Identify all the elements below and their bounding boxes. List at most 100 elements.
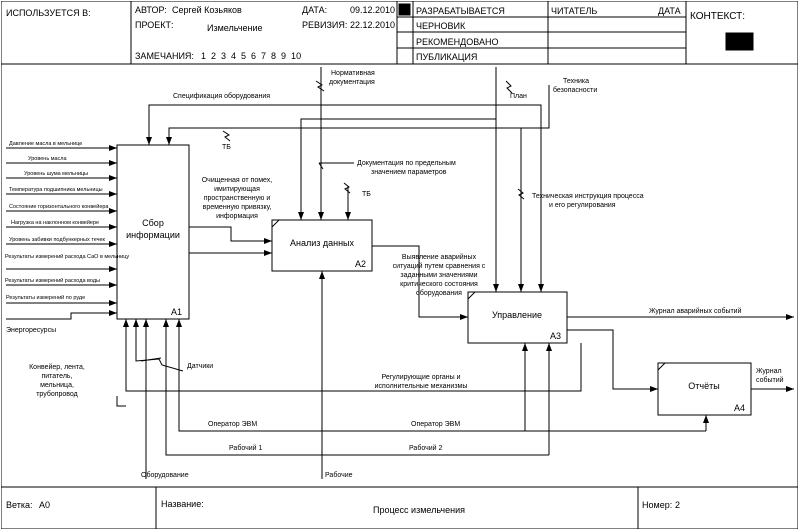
- box-a3-code: А3: [550, 331, 561, 341]
- squiggle-tb1: [222, 130, 231, 142]
- input-label-4: Температура подшипника мельницы: [9, 187, 103, 193]
- input-label-10: Результаты измерений по руде: [6, 294, 85, 301]
- tb-label-1: ТБ: [222, 144, 231, 151]
- squiggle-normative: [315, 80, 325, 92]
- regulators-label-1: Регулирующие органы и: [381, 374, 460, 381]
- reader-date-label: ДАТА: [658, 6, 681, 16]
- diagram-title: Процесс измельчения: [373, 505, 465, 515]
- a3-to-a4-arrow: [567, 329, 658, 392]
- box-a3-title: Управление: [492, 310, 542, 320]
- equipment-label: Оборудование: [141, 471, 189, 479]
- alarm-log-label: Журнал аварийных событий: [649, 307, 742, 315]
- revision-label: РЕВИЗИЯ:: [302, 20, 347, 30]
- reader-label: ЧИТАТЕЛЬ: [551, 6, 597, 16]
- node-label: Ветка:: [6, 500, 32, 510]
- detect-label-4: критического состояния: [400, 281, 478, 288]
- tech-instr-label-1: Техническая инструкция процесса: [532, 193, 644, 200]
- author-value: Сергей Козьяков: [172, 5, 242, 15]
- detect-label-3: заданными значениями: [400, 272, 477, 279]
- conveyor-label-4: трубопровод: [36, 390, 78, 398]
- normative-doc-label-2: документация: [329, 79, 375, 86]
- plan-to-a2: [298, 118, 496, 220]
- box-a1-title2: информации: [126, 230, 180, 240]
- used-at-label: ИСПОЛЬЗУЕТСЯ В:: [6, 8, 91, 18]
- worker2-label: Рабочий 2: [409, 444, 442, 452]
- date-label: ДАТА:: [302, 5, 327, 15]
- box-a2-title: Анализ данных: [290, 238, 355, 248]
- cleaned-label-3: пространственную и: [204, 195, 271, 202]
- worker1-label: Рабочий 1: [229, 444, 262, 452]
- operator-label-2: Оператор ЭВМ: [411, 421, 460, 428]
- detect-label-1: Выявление аварийных: [402, 253, 477, 261]
- input-label-6: Нагрузка на наклонном конвейере: [11, 219, 99, 226]
- conveyor-label-3: мельница,: [40, 382, 74, 389]
- detect-label-2: ситуаций путем сравнения с: [393, 262, 486, 270]
- number-label: Номер:: [642, 500, 672, 510]
- cleaned-label-2: имитирующая: [214, 186, 260, 193]
- conveyor-label-1: Конвейер, лента,: [29, 363, 85, 371]
- regulators-label-2: исполнительные механизмы: [375, 383, 468, 390]
- tb-label-2: ТБ: [362, 191, 371, 198]
- input-label-8: Результаты измерений расхода СаО в мельн…: [5, 253, 129, 260]
- safety-label-1: Техника: [563, 78, 589, 85]
- project-value: Измельчение: [207, 23, 263, 33]
- title-label: Название:: [161, 499, 204, 509]
- box-a2-code: А2: [355, 259, 366, 269]
- box-a4: [657, 362, 752, 416]
- input-label-1: Давление масла в мельнице: [9, 141, 82, 147]
- input-label-3: Уровень шума мельницы: [24, 171, 88, 177]
- doc-limits-label-1: Документация по предельным: [357, 160, 456, 167]
- project-label: ПРОЕКТ:: [135, 20, 174, 30]
- worker1-arrow: [163, 319, 549, 456]
- status-recommended: РЕКОМЕНДОВАНО: [416, 37, 498, 47]
- status-developing: РАЗРАБАТЫВАЕТСЯ: [416, 6, 505, 16]
- revision-value: 22.12.2010: [350, 20, 395, 30]
- workers-label: Рабочие: [325, 471, 353, 479]
- notes-numbers: 1 2 3 4 5 6 7 8 9 10: [201, 51, 301, 61]
- box-a1-title1: Сбор: [142, 218, 164, 228]
- conveyor-arrow: [116, 396, 126, 407]
- normative-doc-to-a3: [321, 104, 544, 292]
- a1-to-a2-upper: [189, 226, 272, 244]
- events-log-label-1: Журнал: [756, 368, 782, 375]
- cleaned-label-5: информация: [216, 213, 258, 220]
- input-label-2: Уровень масла: [28, 156, 68, 162]
- squiggle-tb2: [343, 182, 351, 194]
- sensors-label: Датчики: [187, 363, 213, 370]
- normative-doc-label-1: Нормативная: [331, 70, 375, 77]
- status-draft: ЧЕРНОВИК: [416, 21, 466, 31]
- a2-to-a3-arrow: [372, 245, 468, 320]
- box-a4-title: Отчёты: [688, 381, 719, 391]
- node-value: А0: [39, 500, 50, 510]
- status-publication: ПУБЛИКАЦИЯ: [416, 52, 477, 62]
- operator-to-a1: [176, 319, 706, 432]
- date-value: 09.12.2010: [350, 5, 395, 15]
- tech-instr-label-2: и его регулирования: [549, 202, 616, 209]
- squiggle-doc-limits: [318, 162, 354, 170]
- safety-label-2: безопасности: [553, 86, 597, 94]
- events-log-label-2: событий: [756, 376, 784, 384]
- sensors-arrow: [133, 319, 184, 372]
- operator-label-1: Оператор ЭВМ: [208, 421, 257, 428]
- box-a4-code: А4: [734, 403, 745, 413]
- equipment-spec-arrow: [146, 104, 321, 145]
- squiggle-plan: [505, 80, 513, 94]
- author-label: АВТОР:: [135, 5, 167, 15]
- energy-label: Энергоресурсы: [6, 327, 56, 334]
- plan-label: План: [510, 93, 527, 100]
- detect-label-5: оборудования: [416, 289, 462, 297]
- context-label: КОНТЕКСТ:: [690, 11, 745, 22]
- input-label-5: Состояние горизонтального конвейера: [9, 203, 109, 210]
- squiggle-tech-instr: [517, 188, 525, 200]
- cleaned-label-1: Очищенная от помех,: [202, 177, 273, 184]
- conveyor-label-2: питатель,: [41, 373, 72, 380]
- regulators-loop: [123, 319, 582, 392]
- cleaned-label-4: временную привязку,: [203, 204, 272, 211]
- input-label-9: Результаты измерений расхода воды: [5, 277, 100, 284]
- box-a1-code: А1: [171, 307, 182, 317]
- input-label-7: Уровень забивки подбункерных течек: [9, 237, 106, 243]
- number-value: 2: [675, 500, 680, 510]
- notes-label: ЗАМЕЧАНИЯ:: [135, 51, 194, 61]
